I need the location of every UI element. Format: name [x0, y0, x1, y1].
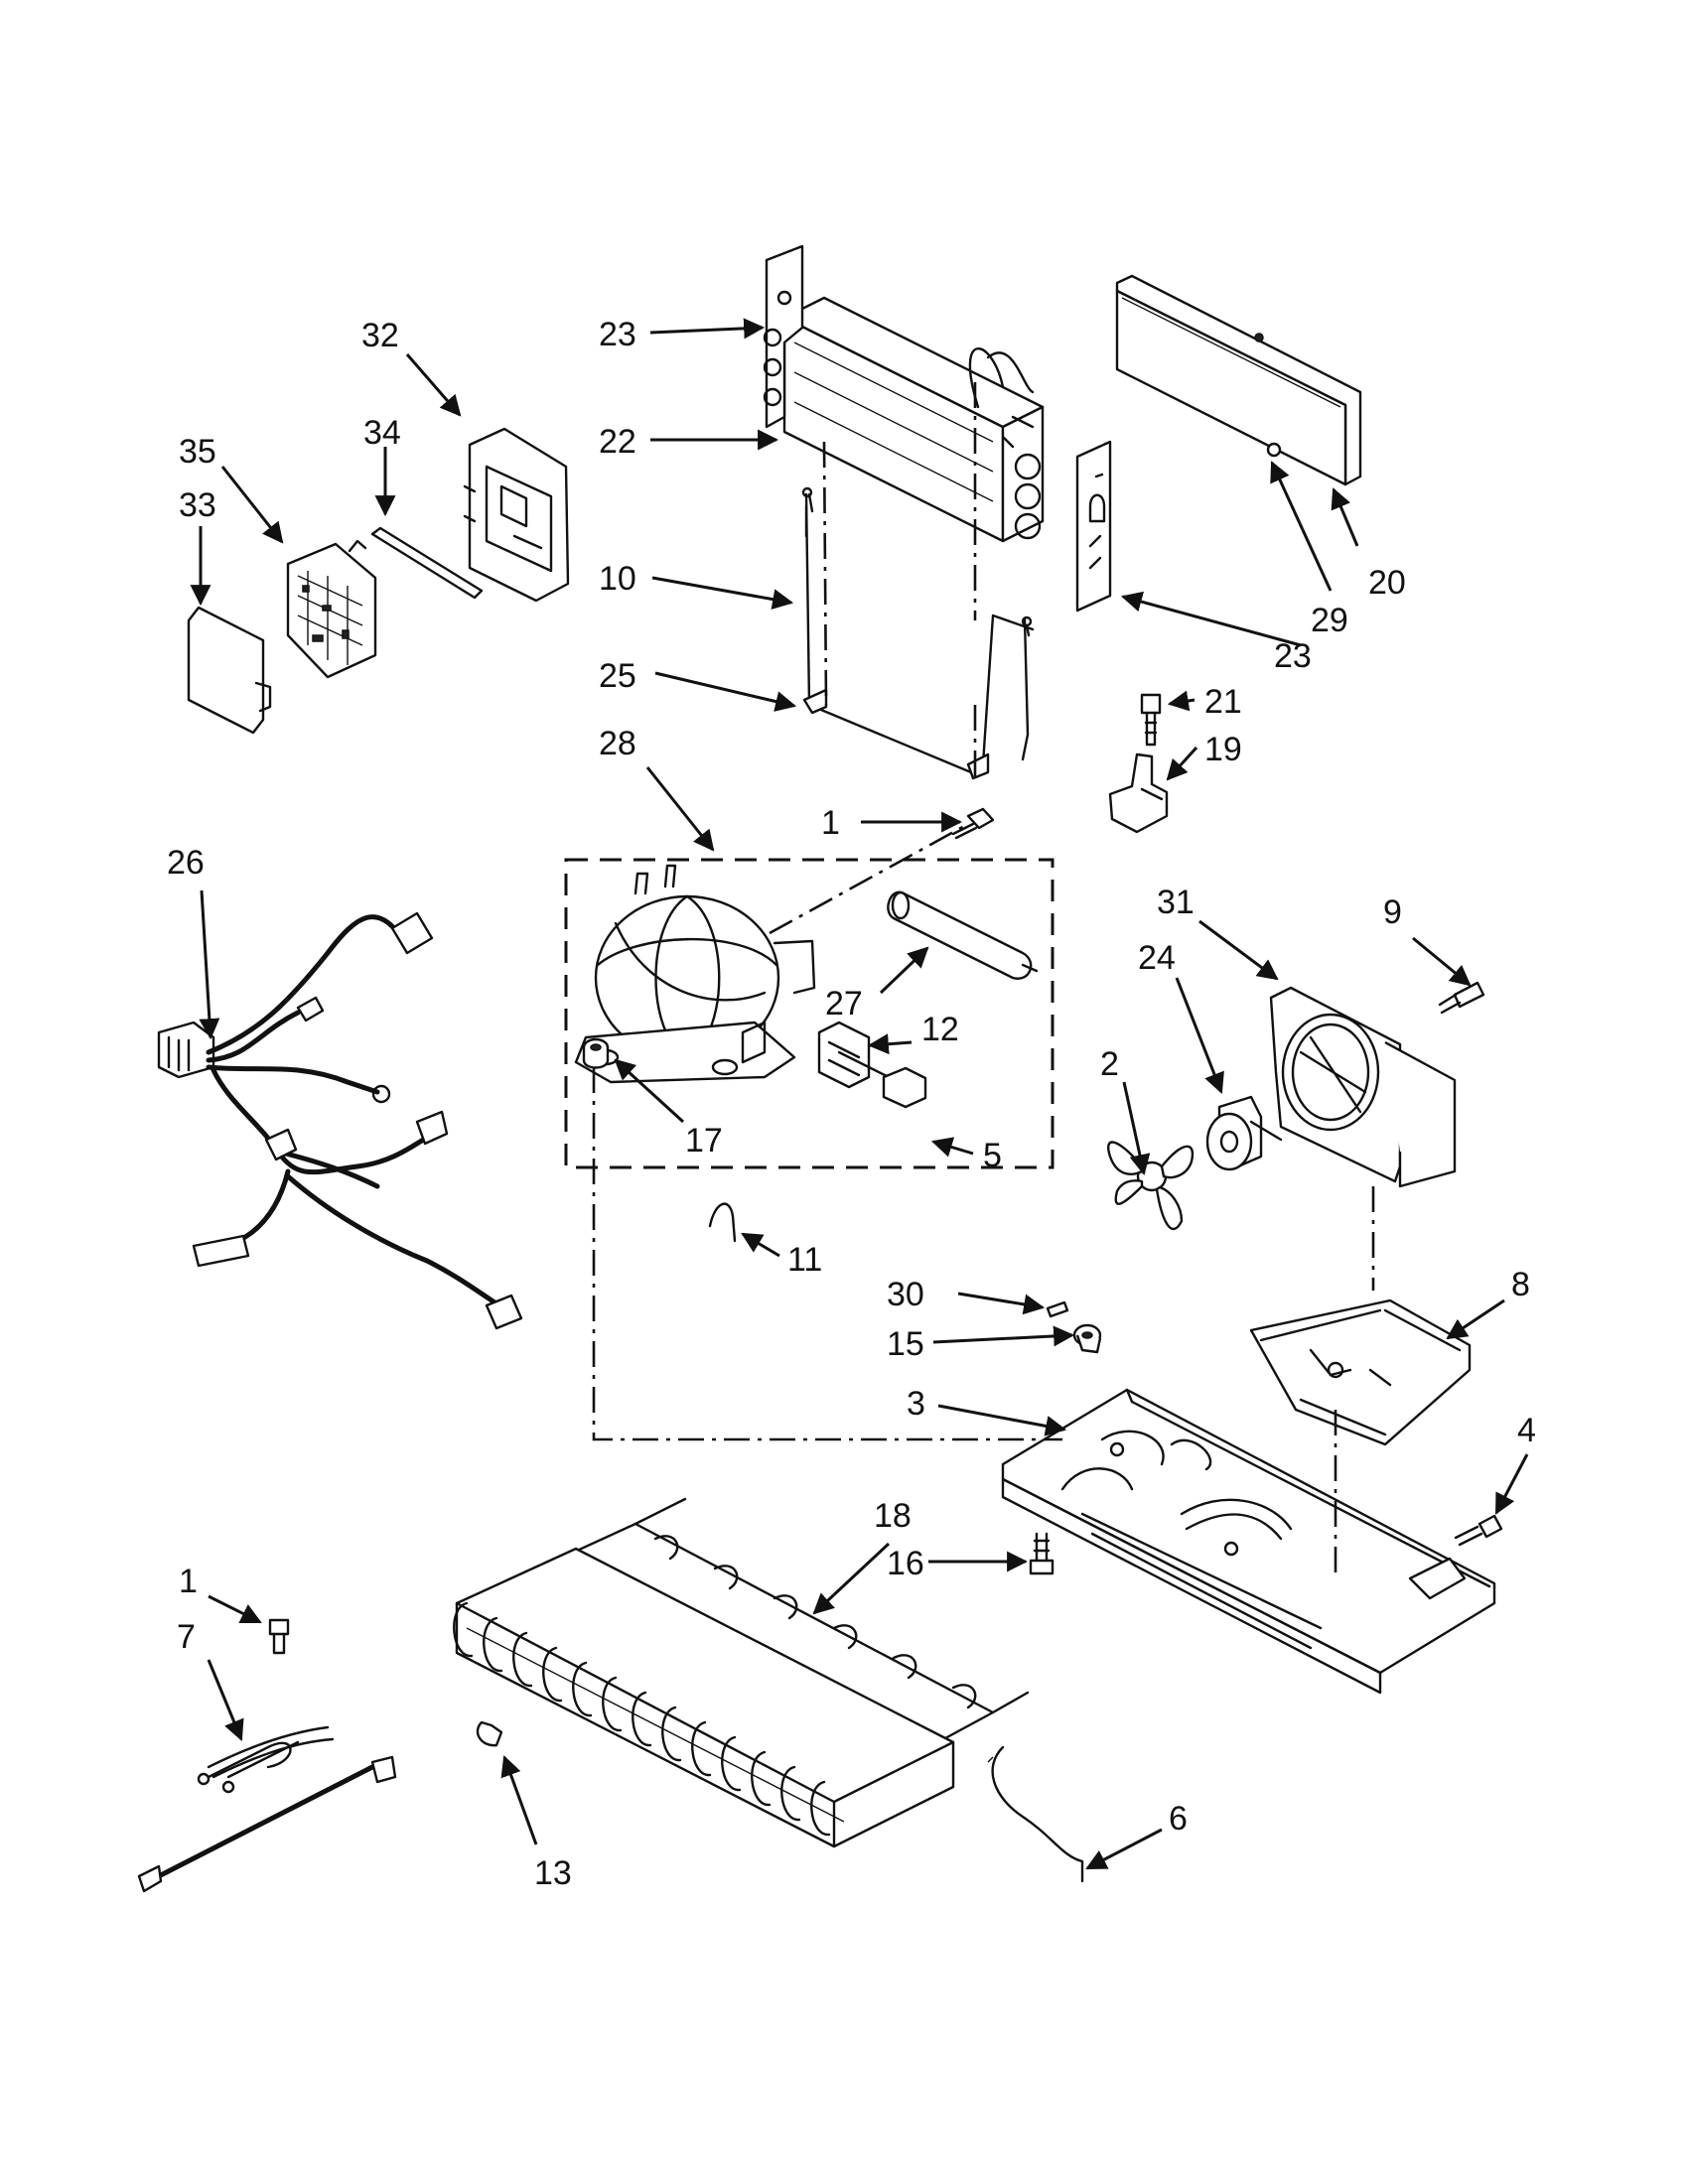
alignment-line-compressor-bolt — [769, 822, 969, 935]
condenser-fan-motor — [1205, 1095, 1283, 1171]
callout-25: 25 — [599, 657, 636, 695]
callout-28: 28 — [599, 725, 636, 762]
callout-15: 15 — [887, 1325, 924, 1363]
callout-1-bottom: 1 — [179, 1563, 198, 1600]
compressor-bolt — [951, 807, 995, 840]
callout-20: 20 — [1368, 564, 1406, 602]
callout-2: 2 — [1100, 1045, 1119, 1083]
callout-leaders — [190, 318, 1529, 1870]
callout-33: 33 — [179, 486, 216, 524]
callout-19: 19 — [1204, 731, 1242, 768]
main-wire-harness — [157, 911, 523, 1330]
callout-11: 11 — [787, 1241, 822, 1279]
clamp-screw — [1140, 693, 1162, 747]
control-housing — [463, 427, 570, 603]
callout-23-right: 23 — [1274, 637, 1312, 675]
condenser-coil — [453, 1497, 1030, 1848]
callout-8: 8 — [1511, 1266, 1530, 1303]
callout-32: 32 — [361, 317, 399, 354]
callout-23-top: 23 — [599, 316, 636, 353]
fan-bracket — [1249, 1298, 1472, 1446]
control-strip — [370, 526, 484, 600]
ground-wire-harness — [137, 1725, 397, 1893]
defrost-heater — [801, 486, 1035, 780]
alignment-line-compressor-base — [592, 1067, 1062, 1441]
condenser-fan-blade — [1107, 1141, 1195, 1230]
overload-connector — [882, 1066, 927, 1109]
callout-17: 17 — [685, 1122, 723, 1160]
callout-1-top: 1 — [821, 804, 840, 842]
cover-screw — [1266, 442, 1282, 458]
callout-9: 9 — [1383, 893, 1402, 931]
compressor-relay — [817, 1021, 891, 1089]
callout-10: 10 — [599, 560, 636, 598]
discharge-tube — [987, 1745, 1084, 1883]
evaporator-coil — [782, 296, 1045, 543]
machine-base-pan — [1001, 1388, 1496, 1695]
rubber-grommet — [1072, 1323, 1102, 1354]
callout-27: 27 — [825, 985, 863, 1023]
compressor-assembly-boundary — [564, 858, 1055, 1169]
evaporator-bracket-right — [1075, 440, 1112, 613]
alignment-line-fan-bracket — [1334, 1186, 1375, 1578]
callout-30: 30 — [887, 1276, 924, 1313]
callout-7: 7 — [177, 1618, 196, 1656]
callout-3: 3 — [907, 1385, 925, 1423]
callout-12: 12 — [921, 1011, 959, 1048]
callout-34: 34 — [363, 414, 401, 452]
callout-26: 26 — [167, 844, 205, 882]
tube-seal — [1046, 1300, 1069, 1318]
control-board — [286, 539, 377, 679]
condenser-clip — [476, 1720, 503, 1747]
callout-31: 31 — [1157, 884, 1195, 921]
defrost-clamp — [1108, 752, 1169, 834]
evaporator-bracket-left — [763, 244, 804, 429]
callout-labels: 23 22 10 25 32 34 35 33 20 29 23 21 19 2… — [167, 316, 1536, 1892]
base-screw — [1454, 1514, 1503, 1547]
tube-clip — [708, 1202, 737, 1243]
callout-21: 21 — [1204, 683, 1242, 721]
callout-22: 22 — [599, 423, 636, 461]
shroud-screw — [1438, 981, 1485, 1015]
callout-6: 6 — [1169, 1800, 1188, 1838]
callout-24: 24 — [1138, 939, 1176, 977]
fan-shroud — [1269, 986, 1457, 1188]
compressor-grommet — [582, 1037, 610, 1069]
evaporator-cover — [1115, 274, 1362, 486]
callout-5: 5 — [983, 1137, 1002, 1174]
callout-18: 18 — [874, 1497, 912, 1535]
callout-35: 35 — [179, 433, 216, 471]
callout-4: 4 — [1517, 1412, 1536, 1449]
drier-filter — [887, 890, 1039, 980]
base-bolt — [1029, 1532, 1055, 1575]
control-cover — [187, 606, 272, 735]
callout-13: 13 — [534, 1854, 572, 1892]
callout-16: 16 — [887, 1545, 924, 1582]
compressor — [574, 864, 816, 1084]
ground-screw — [268, 1618, 290, 1655]
callout-29: 29 — [1311, 602, 1348, 639]
alignment-line-evaporator-left — [822, 441, 828, 706]
